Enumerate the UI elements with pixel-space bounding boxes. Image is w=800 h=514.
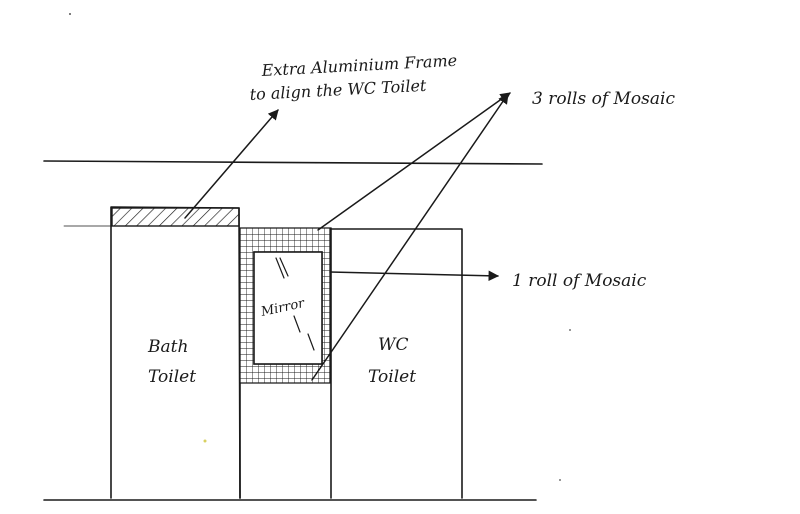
mirror-reflection-stroke	[275, 257, 285, 279]
aluminium-frame-strip	[111, 207, 240, 227]
mosaic-1-note: 1 roll of Mosaic	[512, 271, 647, 291]
top-horizontal-line	[43, 160, 543, 165]
frame-note-line1: Extra Aluminium Frame	[260, 51, 457, 80]
paper-speck	[69, 13, 71, 15]
mirror	[253, 251, 323, 365]
paper-speck	[569, 329, 571, 331]
mosaic-1-arrow	[329, 270, 500, 282]
mirror-reflection-stroke	[293, 315, 301, 333]
mirror-reflection-stroke	[279, 257, 289, 277]
frame-arrow	[184, 109, 279, 219]
mosaic-3-note: 3 rolls of Mosaic	[532, 89, 675, 109]
paper-speck	[559, 479, 561, 481]
wc-toilet-cubicle	[330, 228, 463, 499]
paper-speck	[203, 439, 207, 443]
mosaic-3-arrow-lower	[311, 93, 509, 381]
mosaic-3-arrow-upper	[317, 92, 511, 231]
frame-note-line2: to align the WC Toilet	[249, 76, 427, 104]
bath-label-line2: Toilet	[148, 367, 196, 387]
wc-label-line1: WC	[378, 335, 408, 355]
wc-label-line2: Toilet	[368, 367, 416, 387]
bath-label-line1: Bath	[147, 337, 188, 357]
mirror-reflection-stroke	[307, 333, 315, 351]
